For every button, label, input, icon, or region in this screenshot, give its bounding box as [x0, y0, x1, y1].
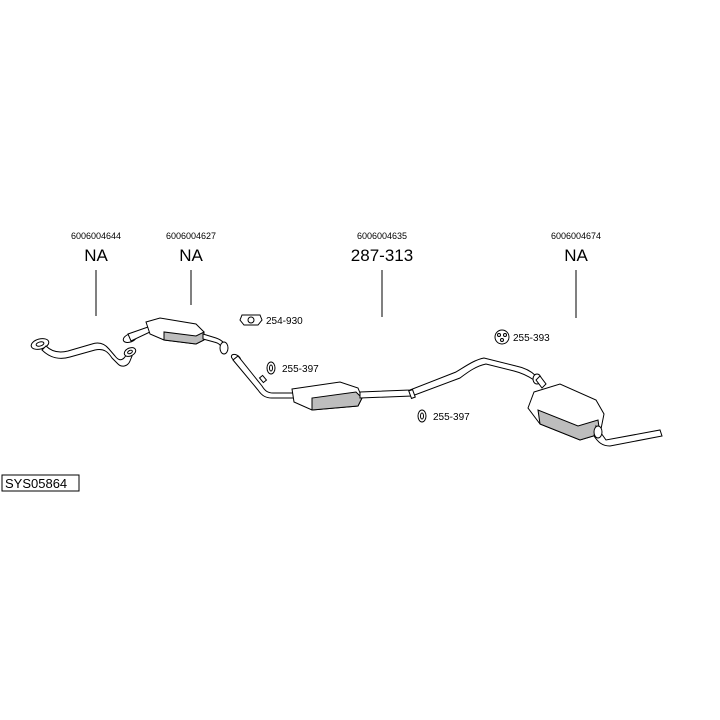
oe-number: 6006004635	[357, 231, 407, 241]
front-silencer-drawing[interactable]	[122, 317, 229, 355]
part-label-rear-silencer[interactable]: 6006004674 NA	[551, 231, 601, 318]
oe-number: 6006004644	[71, 231, 121, 241]
part-number: NA	[84, 246, 108, 265]
oe-number: 6006004674	[551, 231, 601, 241]
system-code-text: SYS05864	[5, 476, 67, 491]
accessory-ring-255-397-lower[interactable]: 255-397	[417, 409, 470, 423]
part-label-front-pipe[interactable]: 6006004644 NA	[71, 231, 121, 316]
rubber-ring-icon	[417, 409, 427, 423]
accessory-label: 255-397	[433, 412, 470, 423]
accessory-label: 255-393	[513, 333, 550, 344]
part-number: NA	[179, 246, 203, 265]
part-number: NA	[564, 246, 588, 265]
part-label-front-silencer[interactable]: 6006004627 NA	[166, 231, 216, 305]
accessory-hanger-255-393[interactable]: 255-393	[494, 329, 550, 345]
middle-silencer-drawing[interactable]	[230, 353, 542, 411]
accessory-label: 254-930	[266, 316, 303, 327]
system-code: SYS05864	[1, 474, 80, 492]
oe-number: 6006004627	[166, 231, 216, 241]
part-label-middle-silencer[interactable]: 6006004635 287-313	[351, 231, 413, 317]
front-pipe-drawing[interactable]	[30, 337, 137, 367]
rubber-ring-icon	[266, 361, 276, 375]
part-number: 287-313	[351, 246, 413, 265]
accessory-ring-255-397-upper[interactable]: 255-397	[266, 361, 319, 375]
accessory-clamp-254-930[interactable]: 254-930	[239, 314, 303, 327]
rear-silencer-drawing[interactable]	[527, 375, 663, 447]
accessory-label: 255-397	[282, 364, 319, 375]
clamp-icon	[239, 314, 263, 326]
